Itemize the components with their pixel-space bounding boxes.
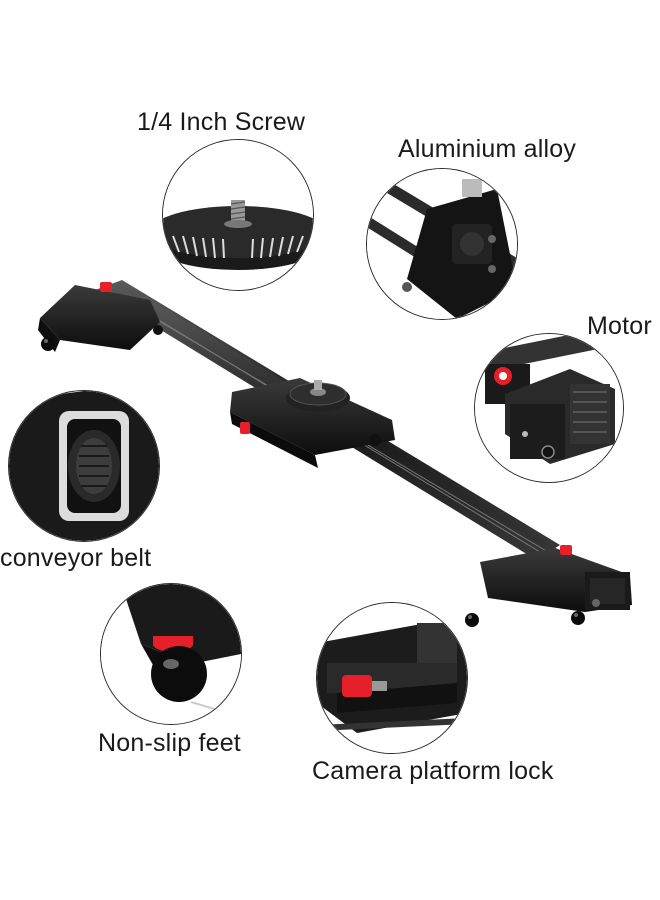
right-end-cap xyxy=(465,545,632,627)
alloy-label: Aluminium alloy xyxy=(398,135,577,163)
motor-detail-circle xyxy=(474,333,624,483)
left-end-cap xyxy=(38,282,163,352)
screw-label: 1/4 Inch Screw xyxy=(137,108,306,136)
alloy-detail-circle xyxy=(366,168,518,320)
feet-detail-circle xyxy=(100,583,242,725)
belt-label: conveyor belt xyxy=(0,544,152,572)
camera-carriage xyxy=(230,378,395,468)
feet-label: Non-slip feet xyxy=(98,729,241,757)
belt-detail-circle xyxy=(8,390,160,542)
motor-label: Motor xyxy=(587,312,652,340)
lock-detail-circle xyxy=(316,602,468,754)
screw-detail-circle xyxy=(162,139,314,291)
lock-label: Camera platform lock xyxy=(312,757,554,785)
